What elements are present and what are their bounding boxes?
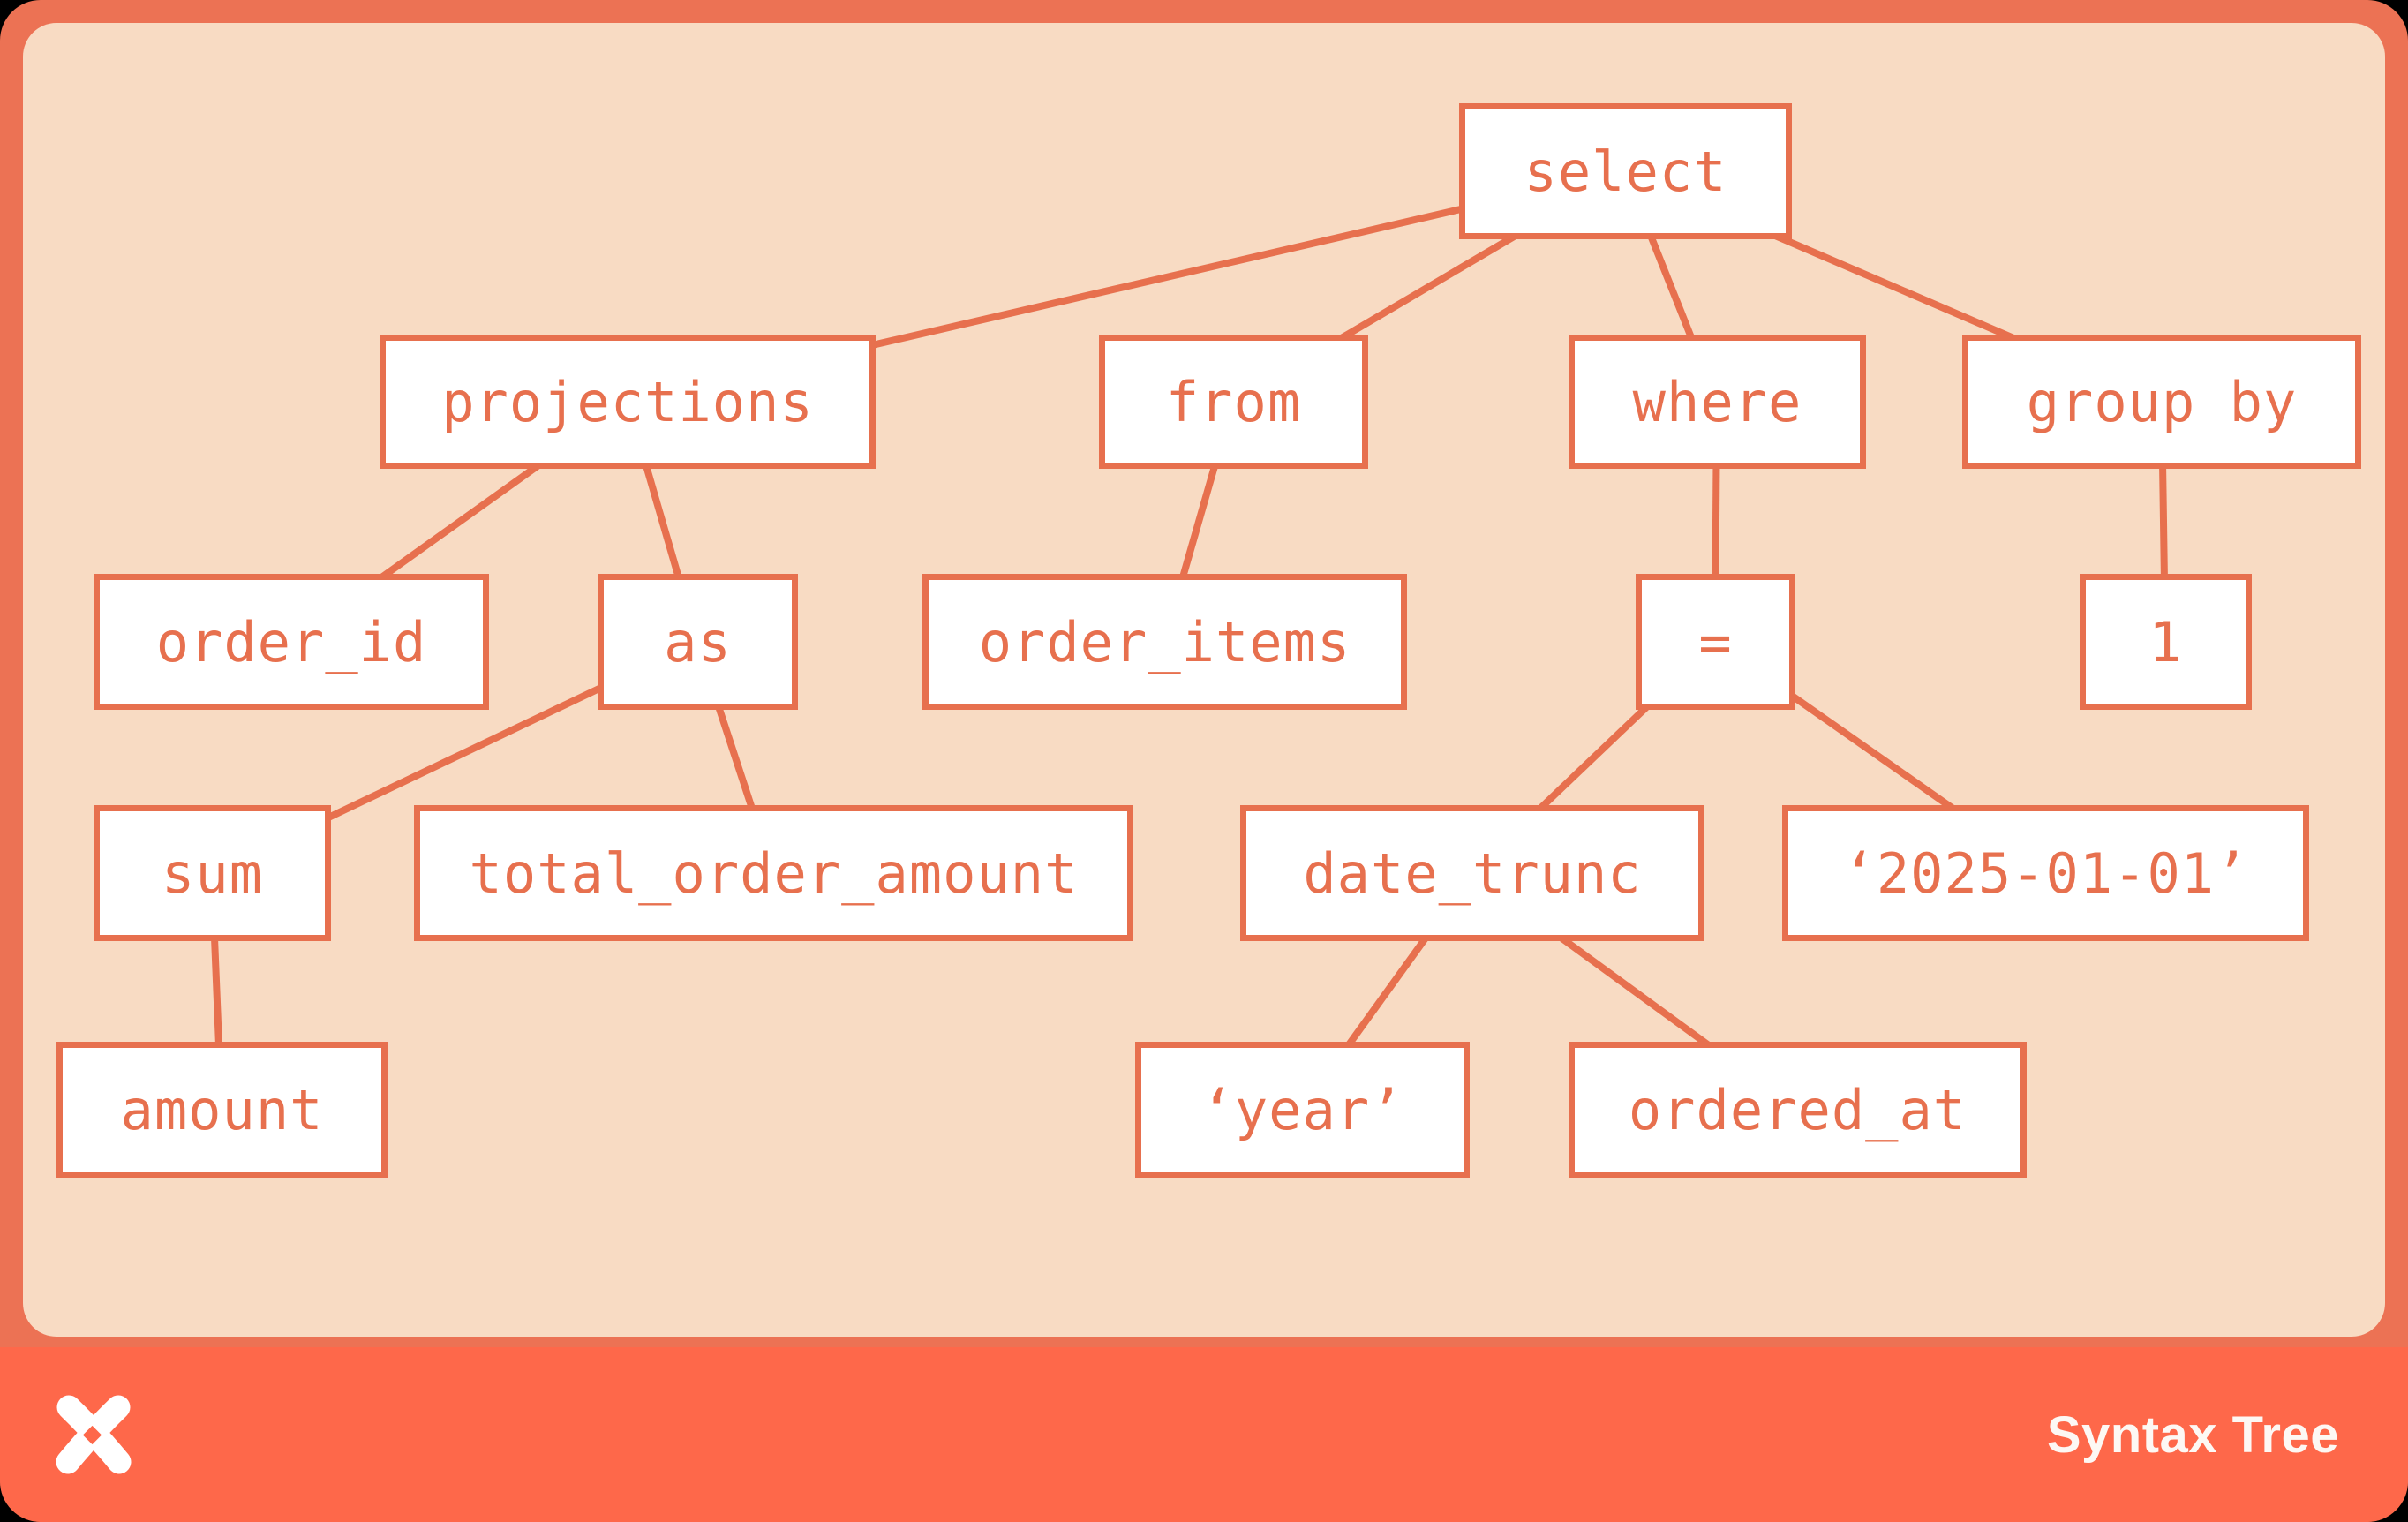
node-literal-year: ‘year’ — [1135, 1042, 1470, 1178]
node-select: select — [1459, 103, 1792, 239]
node-as: as — [598, 574, 798, 710]
node-total-order-amount: total_order_amount — [414, 805, 1133, 941]
node-order-id: order_id — [94, 574, 489, 710]
pinwheel-x-logo-icon — [56, 1395, 132, 1474]
footer-bar: Syntax Tree — [0, 1347, 2408, 1522]
node-amount: amount — [56, 1042, 388, 1178]
node-from: from — [1099, 335, 1368, 469]
node-ordered-at: ordered_at — [1569, 1042, 2027, 1178]
node-where: where — [1569, 335, 1866, 469]
node-group-by: group by — [1962, 335, 2361, 469]
node-one: 1 — [2080, 574, 2252, 710]
node-projections: projections — [380, 335, 876, 469]
slide-title: Syntax Tree — [2046, 1405, 2339, 1464]
node-date-trunc: date_trunc — [1240, 805, 1704, 941]
node-eq: = — [1636, 574, 1795, 710]
node-literal-2025-01-01: ‘2025-01-01’ — [1782, 805, 2309, 941]
node-sum: sum — [94, 805, 331, 941]
node-order-items: order_items — [922, 574, 1407, 710]
